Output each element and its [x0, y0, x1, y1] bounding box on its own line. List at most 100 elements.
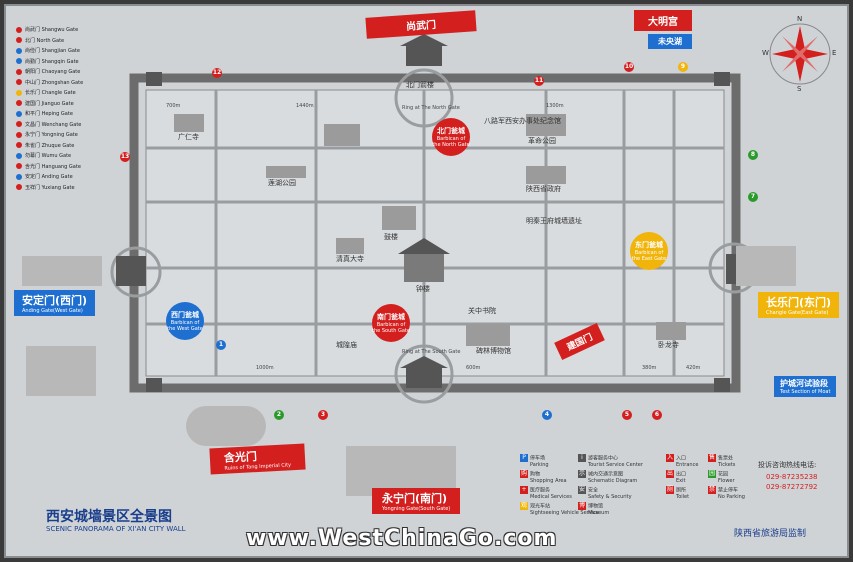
legend-label-en: Tickets — [718, 462, 736, 468]
legend-label-en: Sightseeing Vehicle Service — [530, 510, 599, 516]
phone-2: 029-87272792 — [766, 483, 818, 491]
north-barbican-en: Barbican of the North Gate — [432, 136, 470, 148]
marker-6: 6 — [652, 410, 662, 420]
east-gate-ribbon: 长乐门(东门) Changle Gate(East Gate) — [758, 292, 840, 318]
hotline-label: 投诉咨询热线电话: — [758, 461, 817, 469]
marker-8: 8 — [748, 150, 758, 160]
gate-dot-icon — [16, 100, 22, 106]
gate-dot-icon — [16, 173, 22, 180]
left-legend-item: 安定门 Anding Gate — [16, 173, 73, 180]
gate-dot-icon — [16, 89, 22, 96]
south-gate-cn: 永宁门(南门) — [382, 492, 448, 505]
marker-9: 9 — [678, 62, 688, 72]
gate-dot-icon — [16, 184, 22, 190]
left-legend-label: 安定门 Anding Gate — [25, 174, 73, 180]
dist-1440-label: 1440m — [296, 103, 314, 109]
left-legend-item: 永宁门 Yongning Gate — [16, 131, 78, 138]
eighth-army-label: 八路军西安办事处纪念馆 — [484, 117, 561, 125]
left-legend-label: 尚武门 Shangwu Gate — [25, 27, 79, 33]
left-legend-label: 尚勤门 Shangqin Gate — [25, 58, 79, 65]
dist-420-label: 420m — [686, 365, 701, 371]
legend-label-en: Parking — [530, 462, 549, 468]
legend-label-cn: 厕所 — [676, 487, 687, 494]
west-barbican-circle: 西门瓮城 Barbican of the West Gate — [166, 302, 204, 340]
south-barbican-cn: 南门瓮城 — [377, 313, 405, 321]
left-legend-item: 含光门 Hanguang Gate — [16, 163, 81, 170]
left-legend-label: 长乐门 Changle Gate — [25, 90, 76, 96]
top-right-ribbon: 大明宫 — [634, 10, 692, 31]
gate-towers — [116, 34, 756, 392]
legend-label-cn: 出口 — [676, 471, 687, 478]
north-gate-label: 北门箭楼 — [406, 81, 434, 89]
north-barbican-cn: 北门瓮城 — [437, 127, 465, 135]
gate-dot-icon — [16, 68, 22, 75]
legend-label-en: Schematic Diagram — [588, 478, 638, 484]
legend-parking-icon: P — [520, 454, 528, 462]
legend-label-cn: 游客服务中心 — [588, 455, 619, 462]
legend-label-en: Medical Services — [530, 494, 572, 500]
west-barbican-cn: 西门瓮城 — [171, 311, 199, 319]
legend-label-en: Tourist Service Center — [588, 462, 643, 468]
gate-dot-icon — [16, 79, 22, 85]
gate-dot-icon — [16, 37, 22, 43]
legend-entrance-icon: 入 — [666, 454, 674, 462]
left-legend-item: 朱雀门 Zhuque Gate — [16, 142, 74, 149]
left-legend-label: 尚俭门 Shangjian Gate — [25, 48, 80, 54]
compass-w: W — [762, 49, 769, 57]
north-ring-label: Ring at The North Gate — [402, 105, 460, 111]
gate-dot-icon — [16, 131, 22, 138]
legend-label-en: Safety & Security — [588, 494, 632, 500]
legend-exit-icon: 出 — [666, 470, 674, 478]
moat-cn: 护城河试验段 — [780, 379, 828, 388]
marker-1: 1 — [216, 340, 226, 350]
legend-schematic-diagram-icon: 示 — [578, 470, 586, 478]
dist-700-label: 700m — [166, 103, 181, 109]
marker-2: 2 — [274, 410, 284, 420]
south-barbican-en: Barbican of the South Gate — [372, 322, 410, 334]
stele-forest-label: 碑林博物馆 — [476, 347, 511, 355]
gate-dot-icon — [16, 152, 22, 159]
guanzhong-label: 关中书院 — [468, 307, 496, 315]
bell-tower-graphic — [404, 252, 444, 282]
left-legend-label: 永宁门 Yongning Gate — [25, 132, 78, 138]
north-barbican-circle: 北门瓮城 Barbican of the North Gate — [432, 118, 470, 156]
legend-label-cn: 博物馆 — [588, 503, 604, 510]
west-gate-en: Anding Gate(West Gate) — [22, 308, 83, 314]
marker-10: 10 — [624, 62, 634, 72]
left-legend-item: 尚勤门 Shangqin Gate — [16, 58, 79, 65]
legend-label-en: Flower — [718, 478, 735, 484]
left-legend-item: 尚武门 Shangwu Gate — [16, 26, 78, 33]
dist-600-label: 600m — [466, 365, 481, 371]
top-right-cn: 大明宫 — [648, 17, 678, 28]
legend-label-en: Entrance — [676, 462, 699, 468]
watermark-text: www.WestChinaGo.com — [246, 526, 558, 551]
legend-label-en: No Parking — [718, 494, 745, 500]
lianhu-label: 莲湖公园 — [268, 179, 296, 187]
legend-label-cn: 观光车站 — [530, 503, 551, 510]
west-gate-cn: 安定门(西门) — [22, 294, 88, 307]
marker-3: 3 — [318, 410, 328, 420]
north-gate-ring — [394, 68, 454, 128]
dist-1000-label: 1000m — [256, 365, 274, 371]
dist-380-label: 380m — [642, 365, 657, 371]
legend-label-en: Toilet — [676, 494, 690, 500]
left-legend-label: 朱雀门 Zhuque Gate — [25, 142, 75, 149]
gate-dot-icon — [16, 47, 22, 54]
legend-medical-services-icon: + — [520, 486, 528, 494]
guangren-label: 广仁寺 — [178, 133, 199, 141]
left-legend-item: 勿幕门 Wumu Gate — [16, 152, 71, 159]
east-barbican-circle: 东门瓮城 Barbican of the East Gate — [630, 232, 668, 270]
legend-toilet-icon: 厕 — [666, 486, 674, 494]
legend-label-cn: 医疗服务 — [530, 487, 551, 494]
south-barbican-circle: 南门瓮城 Barbican of the South Gate — [372, 304, 410, 342]
legend-flower-icon: 园 — [708, 470, 716, 478]
top-right-blue-ribbon: 未央湖 — [648, 34, 692, 49]
gate-dot-icon — [16, 58, 22, 64]
